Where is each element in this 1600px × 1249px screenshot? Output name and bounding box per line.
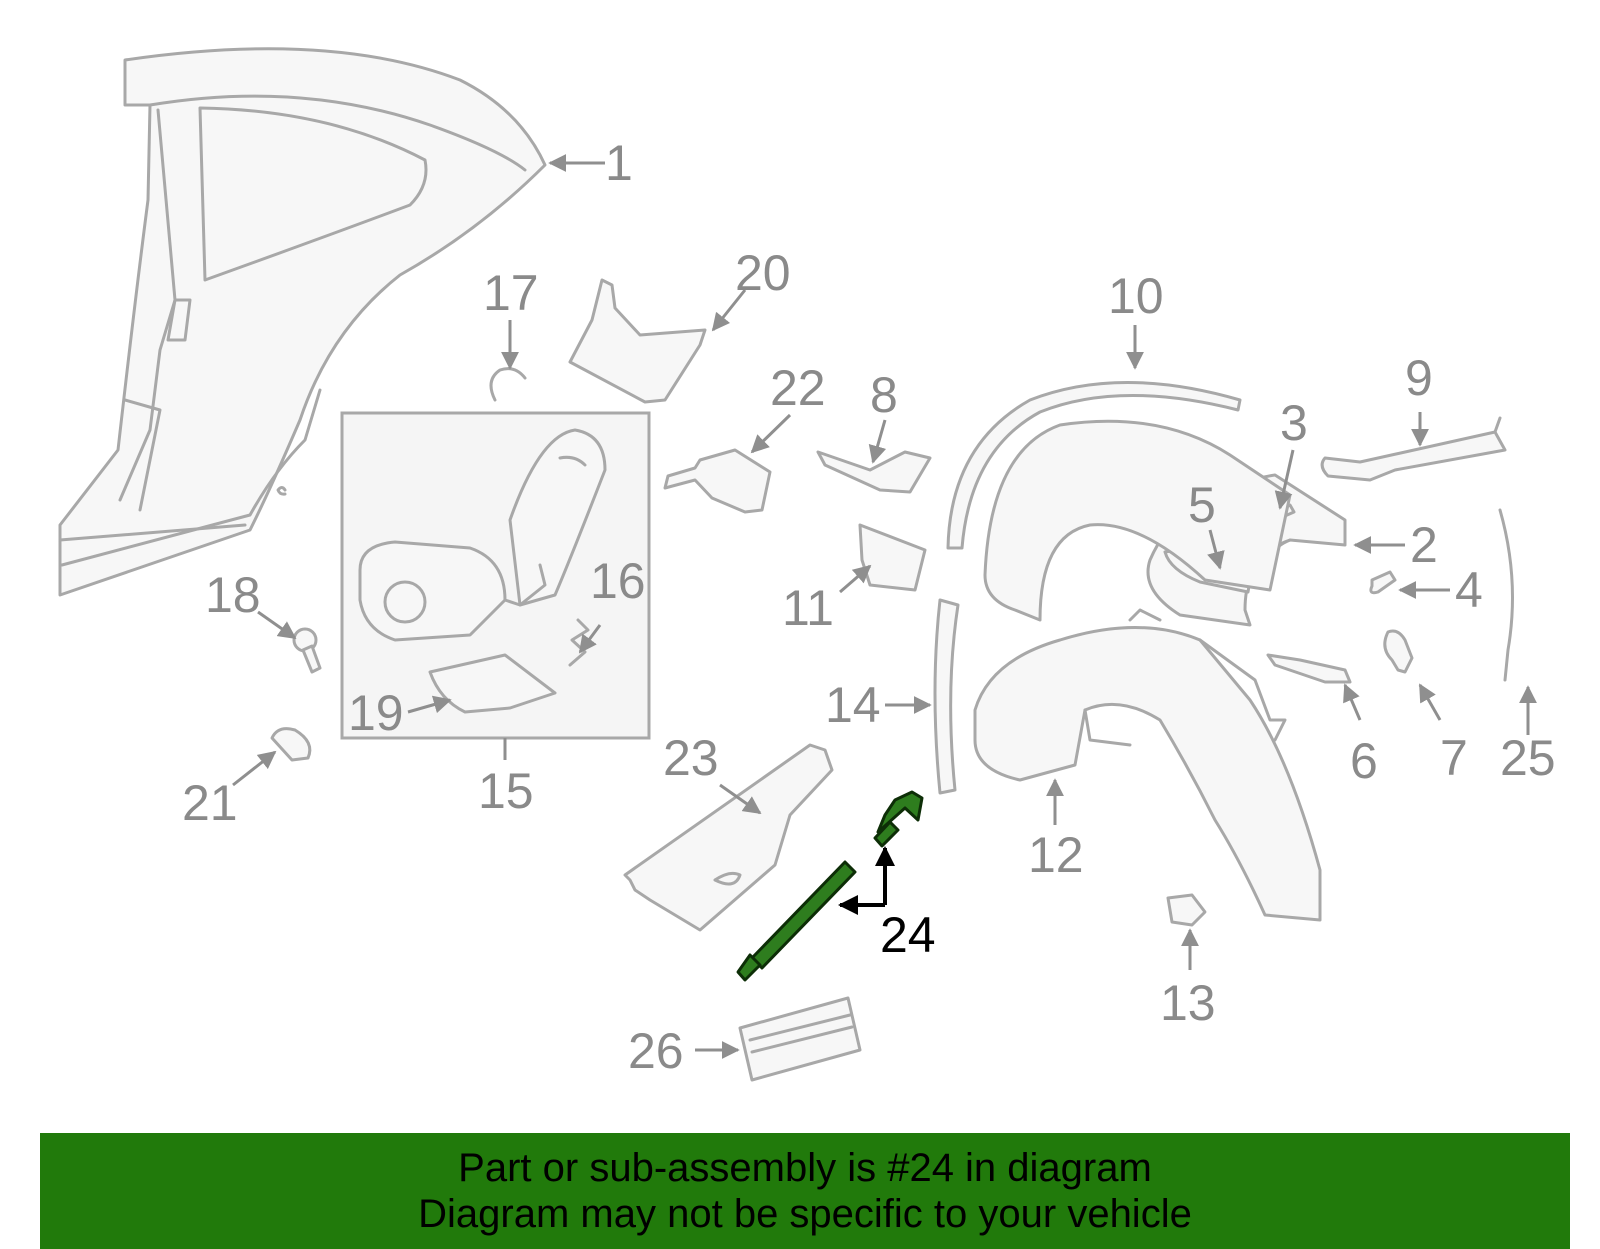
push-clip-part-7	[1383, 629, 1414, 674]
callout-5: 5	[1188, 477, 1216, 533]
hose-clip-part-17	[489, 367, 527, 402]
callout-9: 9	[1405, 350, 1433, 406]
screw-part-18	[292, 627, 322, 674]
info-banner: Part or sub-assembly is #24 in diagram D…	[40, 1133, 1570, 1249]
highlighted-part-24	[736, 790, 924, 982]
callout-2: 2	[1410, 517, 1438, 573]
callout-12: 12	[1028, 827, 1084, 883]
callout-19: 19	[348, 685, 404, 741]
callout-arrow-24	[838, 846, 895, 915]
banner-line-2: Diagram may not be specific to your vehi…	[418, 1192, 1192, 1236]
panel-part-11	[858, 523, 927, 592]
callout-20: 20	[735, 245, 791, 301]
extension-part-23	[623, 743, 834, 932]
callout-24: 24	[880, 907, 936, 963]
callout-13: 13	[1160, 975, 1216, 1031]
callout-18: 18	[205, 567, 261, 623]
clip-part-4	[1369, 570, 1397, 595]
wheel-molding-part-10	[946, 381, 1242, 550]
parts-diagram: 1 2 3 4 5 6 7 8 9 10 11 12 13 14 15 16 1…	[58, 47, 1556, 1082]
callout-16: 16	[590, 553, 646, 609]
banner-line-1: Part or sub-assembly is #24 in diagram	[458, 1146, 1152, 1190]
fender-inner-arch	[983, 419, 1292, 622]
rail-part-9	[1320, 416, 1507, 482]
bracket-part-20	[568, 278, 707, 404]
grommet-part-21	[270, 727, 312, 762]
callout-1: 1	[605, 135, 633, 191]
callout-6: 6	[1350, 733, 1378, 789]
callout-23: 23	[663, 730, 719, 786]
callout-21: 21	[182, 775, 238, 831]
seal-part-14	[933, 598, 960, 795]
reinforcement-part-6	[1266, 653, 1352, 684]
callout-7: 7	[1440, 730, 1468, 786]
quarter-panel-part-1	[58, 47, 547, 597]
callout-15: 15	[478, 763, 534, 819]
callout-10: 10	[1108, 268, 1164, 324]
clip-part-13	[1166, 893, 1207, 927]
callout-3: 3	[1280, 395, 1308, 451]
housing-part-19	[428, 653, 557, 714]
callout-22: 22	[770, 360, 826, 416]
actuator-part-22	[663, 448, 772, 514]
vent-part-26	[738, 996, 862, 1082]
callout-8: 8	[870, 367, 898, 423]
callout-4: 4	[1455, 562, 1483, 618]
callout-25: 25	[1500, 730, 1556, 786]
spring-part-16	[568, 618, 590, 667]
callout-labels: 1 2 3 4 5 6 7 8 9 10 11 12 13 14 15 16 1…	[182, 135, 1556, 1079]
callout-14: 14	[825, 677, 881, 733]
callout-17: 17	[483, 265, 539, 321]
callout-arrows	[232, 154, 1537, 1059]
seal-part-25	[1498, 508, 1514, 682]
callout-11: 11	[782, 580, 834, 636]
wheelhouse-liner-part-12	[973, 608, 1322, 922]
bracket-part-8	[816, 450, 932, 494]
callout-26: 26	[628, 1023, 684, 1079]
